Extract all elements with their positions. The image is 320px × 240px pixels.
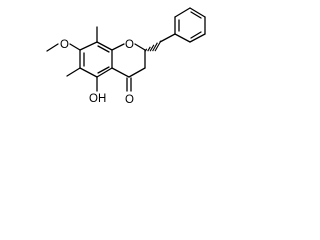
- bond-o1-c2: [134, 43, 146, 51]
- hash-line: [149, 44, 155, 52]
- bond-c6-c5: [79, 67, 98, 78]
- methoxy-o-ch3-bond: [46, 43, 59, 52]
- phenyl-bond: [189, 33, 206, 43]
- hash-line: [152, 42, 158, 52]
- bond-c8a-c8: [96, 41, 113, 51]
- double-bond-c5-c4a: [97, 66, 110, 74]
- benzo-ring: [79, 41, 113, 78]
- carbonyl-group: [126, 77, 132, 92]
- hash-line: [144, 48, 148, 52]
- phenyl-double-bond: [190, 11, 202, 19]
- bond-c8a-o1: [111, 43, 125, 51]
- bond-c5-c4a: [96, 67, 113, 78]
- chemical-structure-drawing: O O OH O: [46, 7, 206, 106]
- phenyl-double-bond: [190, 31, 202, 39]
- hydroxyl-label: OH: [89, 93, 106, 105]
- hashed-stereo-bond: [144, 40, 162, 52]
- methyl-c6-bond: [66, 67, 81, 77]
- pyranone-ring: [111, 43, 146, 78]
- methoxy-c7-o-bond: [69, 43, 81, 51]
- phenyl-bond: [189, 7, 206, 18]
- phenyl-ring: [159, 7, 206, 43]
- bond-c4-c4a: [111, 67, 130, 78]
- hash-line: [147, 46, 151, 52]
- double-bond-c8-c8a: [97, 45, 110, 53]
- carbonyl-oxygen-label: O: [125, 94, 134, 106]
- ring-oxygen-label: O: [125, 39, 134, 51]
- methoxy-oxygen-label: O: [60, 39, 69, 51]
- phenyl-bond: [174, 33, 191, 43]
- phenyl-bond: [174, 7, 191, 18]
- bond-c8-c7: [79, 41, 98, 51]
- phenyl-bond: [159, 33, 176, 43]
- bond-c3-c4: [128, 67, 146, 78]
